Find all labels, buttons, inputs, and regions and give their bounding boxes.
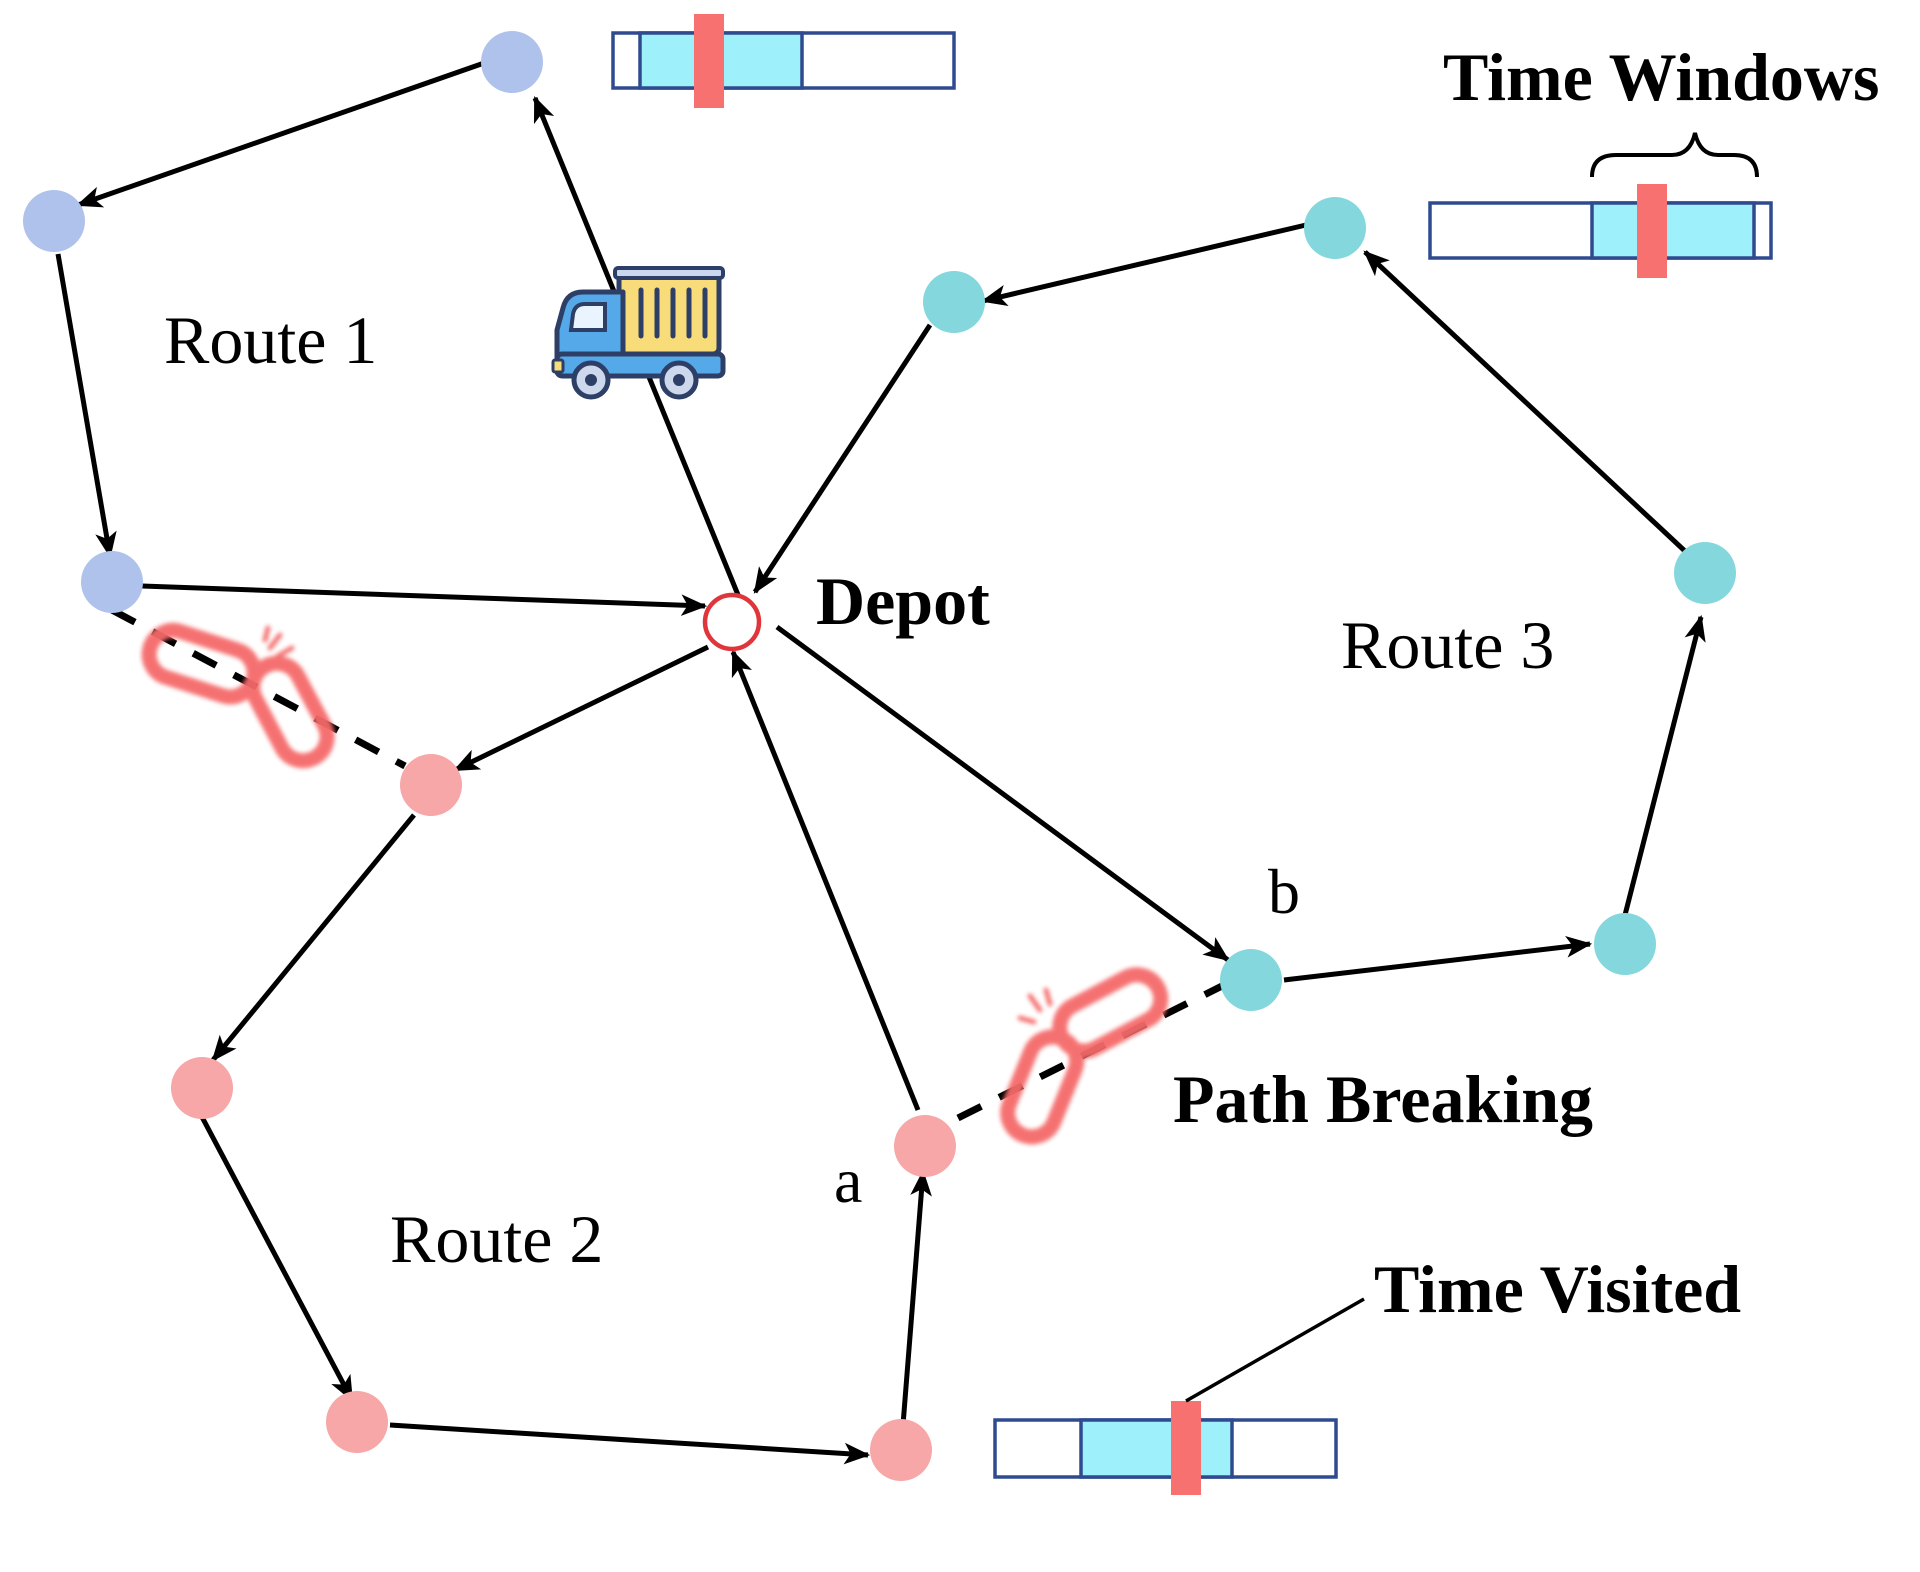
edge-route2-first-to-left [211,813,416,1062]
node-route2-left [171,1057,233,1119]
time-window-bar-route2 [993,1401,1338,1495]
time-window-bar-route1 [611,14,956,108]
time-visited-marker [694,14,724,108]
time-window-bar-route3 [1428,184,1773,278]
node-route2-bottom [326,1391,388,1453]
edge-route2-right-to-a [900,1169,932,1426]
node-b-label: b [1268,856,1300,927]
edge-route3-b-to-right [1283,936,1593,983]
broken-chain-link-icon [141,622,335,769]
depot-node [702,592,762,652]
nodes-route1 [23,31,543,613]
nodes-route3 [923,197,1736,1011]
path-breaking-label: Path Breaking [1173,1061,1593,1137]
edge-route2-left-to-bottom [199,1115,355,1402]
node-route3-lower-right [1594,913,1656,975]
node-route3-top [1304,197,1366,259]
node-b [1220,949,1282,1011]
edge-route1-top-to-left [75,59,488,208]
route-1-label: Route 1 [164,302,377,378]
edge-route2-bottom-to-right [389,1422,871,1465]
time-windows-label: Time Windows [1443,39,1880,115]
edge-route2-a-to-depot [730,649,921,1111]
node-route2-right [870,1419,932,1481]
time-visited-label: Time Visited [1374,1251,1741,1327]
node-a [894,1115,956,1177]
time-visited-pointer [1185,1297,1365,1403]
node-route3-upper-right [1674,542,1736,604]
edge-route3-upper-to-top [1363,250,1689,555]
time-visited-marker [1637,184,1667,278]
edge-route2-depot-to-first [453,644,710,773]
delivery-truck-icon [551,266,726,400]
nodes-route2 [171,754,956,1481]
edge-route3-right-to-upper [1622,614,1706,916]
edge-route1-bottom-to-depot [141,583,708,616]
time-windows-brace [1590,132,1759,178]
depot-label: Depot [816,563,990,639]
node-a-label: a [834,1145,862,1216]
node-route3-left [923,271,985,333]
route-2-label: Route 2 [390,1201,603,1277]
edge-route3-top-to-left [980,222,1307,307]
edges [55,59,1706,1465]
node-route1-top [481,31,543,93]
node-route1-bottom [81,551,143,613]
node-route1-left [23,190,85,252]
node-route2-first [400,754,462,816]
edge-route3-depot-to-b [775,624,1230,963]
edge-route1-left-to-bottom [55,253,117,559]
edge-route3-left-to-depot [752,323,933,594]
route-3-label: Route 3 [1341,607,1554,683]
time-visited-marker [1171,1401,1201,1495]
broken-chain-link-icon [1000,967,1169,1145]
